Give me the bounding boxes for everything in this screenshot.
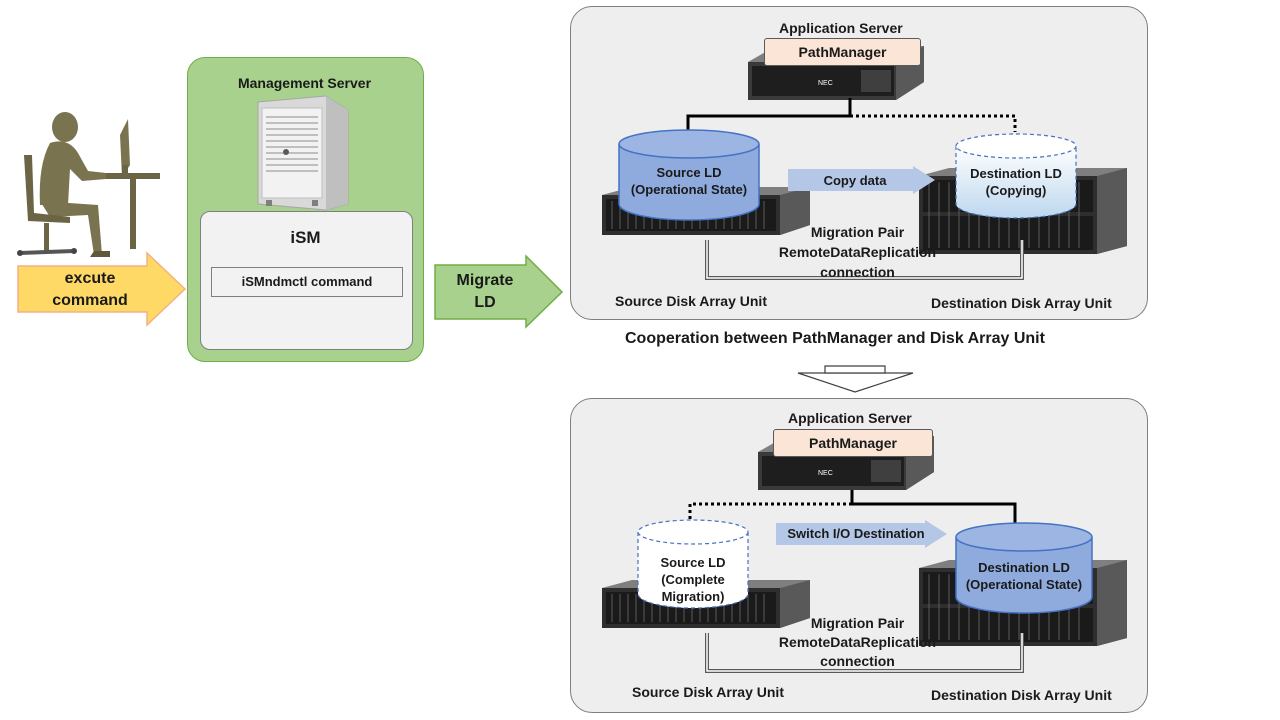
top-destination-ld-cylinder: [955, 133, 1077, 219]
migrate-ld-label: Migrate LD: [456, 272, 514, 311]
bottom-pathmanager-box: PathManager: [773, 429, 933, 457]
ism-title: iSM: [290, 228, 321, 247]
migrate-ld-arrow: [434, 254, 564, 329]
bottom-app-server-title: Application Server: [788, 410, 912, 426]
tower-server-icon: [257, 95, 349, 211]
top-connection-lines: [686, 98, 1017, 132]
execute-command-arrow: [17, 251, 187, 327]
bottom-source-ld-cylinder: [637, 519, 749, 609]
bottom-source-unit-label: Source Disk Array Unit: [632, 684, 784, 700]
bottom-destination-ld-label: Destination LD (Operational State): [965, 560, 1083, 592]
copy-data-arrow: [788, 166, 935, 194]
management-server-title: Management Server: [237, 75, 372, 91]
execute-command-label: excute command: [52, 270, 128, 309]
bottom-source-ld-label: Source LD (Complete Migration): [660, 555, 726, 604]
switch-io-destination-label: Switch I/O Destination: [787, 526, 925, 541]
top-destination-unit-label: Destination Disk Array Unit: [931, 295, 1112, 311]
down-arrow: [797, 365, 914, 393]
top-server-brand: NEC: [818, 80, 833, 87]
bottom-connection-lines: [688, 490, 1017, 524]
top-source-ld-label: Source LD (Operational State): [630, 165, 748, 197]
cooperation-caption: Cooperation between PathManager and Disk…: [625, 330, 1045, 347]
bottom-server-brand: NEC: [818, 470, 833, 477]
switch-io-destination-arrow: [776, 520, 947, 548]
bottom-migration-pair-label: Migration Pair RemoteDataReplication con…: [778, 615, 937, 669]
bottom-destination-unit-label: Destination Disk Array Unit: [931, 687, 1112, 703]
top-pathmanager-box: PathManager: [764, 38, 921, 66]
bottom-replication-connection-line: [705, 633, 1024, 673]
top-source-ld-cylinder: [618, 129, 760, 221]
copy-data-label: Copy data: [823, 173, 887, 188]
ismndmctl-command-box: iSMndmctl command: [211, 267, 403, 297]
top-app-server-title: Application Server: [779, 20, 903, 36]
user-at-desk-icon: [17, 112, 160, 257]
bottom-destination-ld-cylinder: [955, 522, 1093, 614]
top-source-unit-label: Source Disk Array Unit: [615, 293, 767, 309]
top-destination-ld-label: Destination LD (Copying): [970, 166, 1062, 198]
top-replication-connection-line: [705, 240, 1024, 280]
top-migration-pair-label: Migration Pair RemoteDataReplication con…: [778, 224, 937, 280]
